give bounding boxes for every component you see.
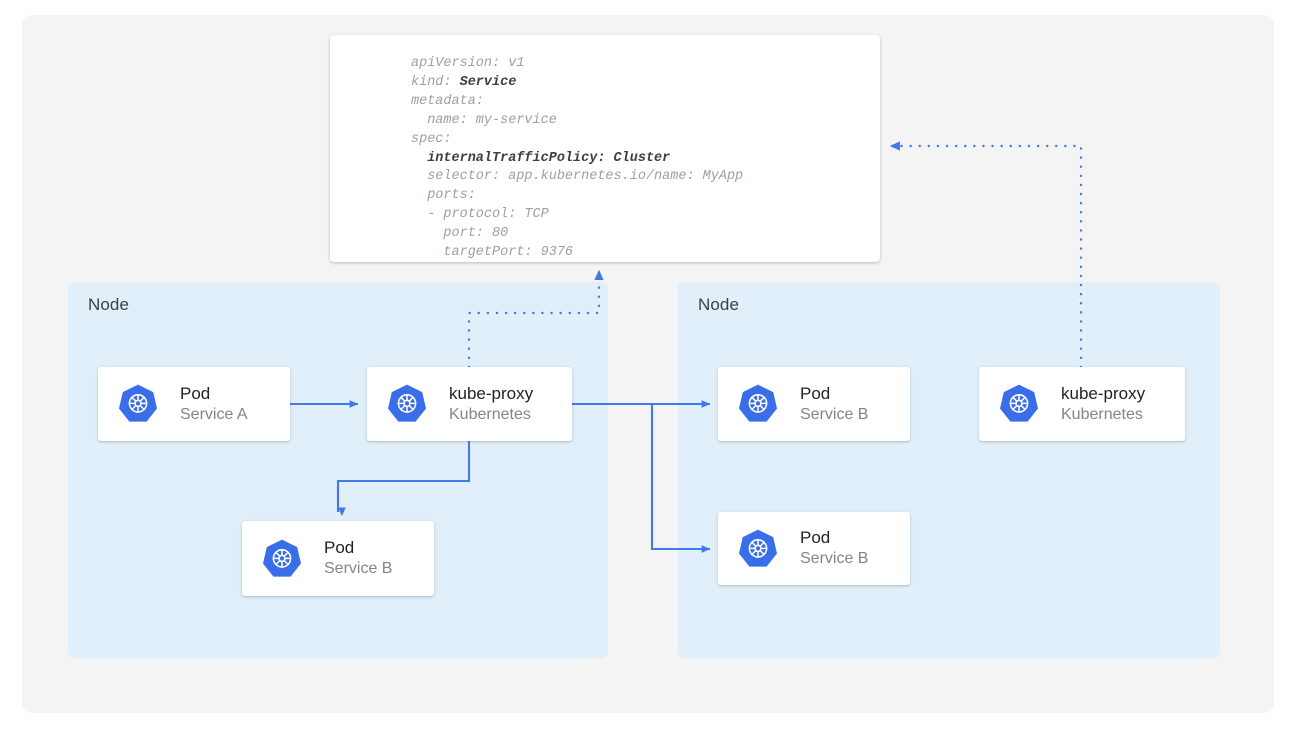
service-manifest-code: apiVersion: v1 kind: Service metadata: n… [411,56,744,261]
node-right-label: Node [698,295,740,314]
card-subtitle: Kubernetes [1061,405,1143,423]
node-group-left: Node [68,282,608,658]
card-pod-service-b-remote-1[interactable]: Pod Service B [718,367,910,441]
card-pod-service-b-remote-2[interactable]: Pod Service B [718,512,910,585]
card-subtitle: Service B [800,550,869,568]
card-subtitle: Service B [324,560,393,578]
card-title: Pod [324,538,355,558]
card-pod-service-b-local[interactable]: Pod Service B [242,521,434,596]
kubernetes-logo-icon [116,382,160,426]
kubernetes-logo-icon [736,382,780,426]
card-subtitle: Service B [800,405,869,423]
card-subtitle: Service A [180,405,248,423]
card-subtitle: Kubernetes [449,405,531,423]
node-left-label: Node [88,295,130,314]
card-pod-service-a[interactable]: Pod Service A [98,367,290,441]
service-manifest-panel: apiVersion: v1 kind: Service metadata: n… [330,35,880,262]
kubernetes-logo-icon [385,382,429,426]
card-title: kube-proxy [1061,383,1146,403]
card-title: Pod [800,383,831,403]
kubernetes-logo-icon [260,537,304,581]
card-title: Pod [180,383,211,403]
node-group-right: Node [678,282,1220,658]
card-kube-proxy-right[interactable]: kube-proxy Kubernetes [979,367,1185,441]
kubernetes-logo-icon [736,527,780,571]
card-title: kube-proxy [449,383,534,403]
card-title: Pod [800,528,831,548]
card-kube-proxy-left[interactable]: kube-proxy Kubernetes [367,367,572,441]
kubernetes-logo-icon [997,382,1041,426]
